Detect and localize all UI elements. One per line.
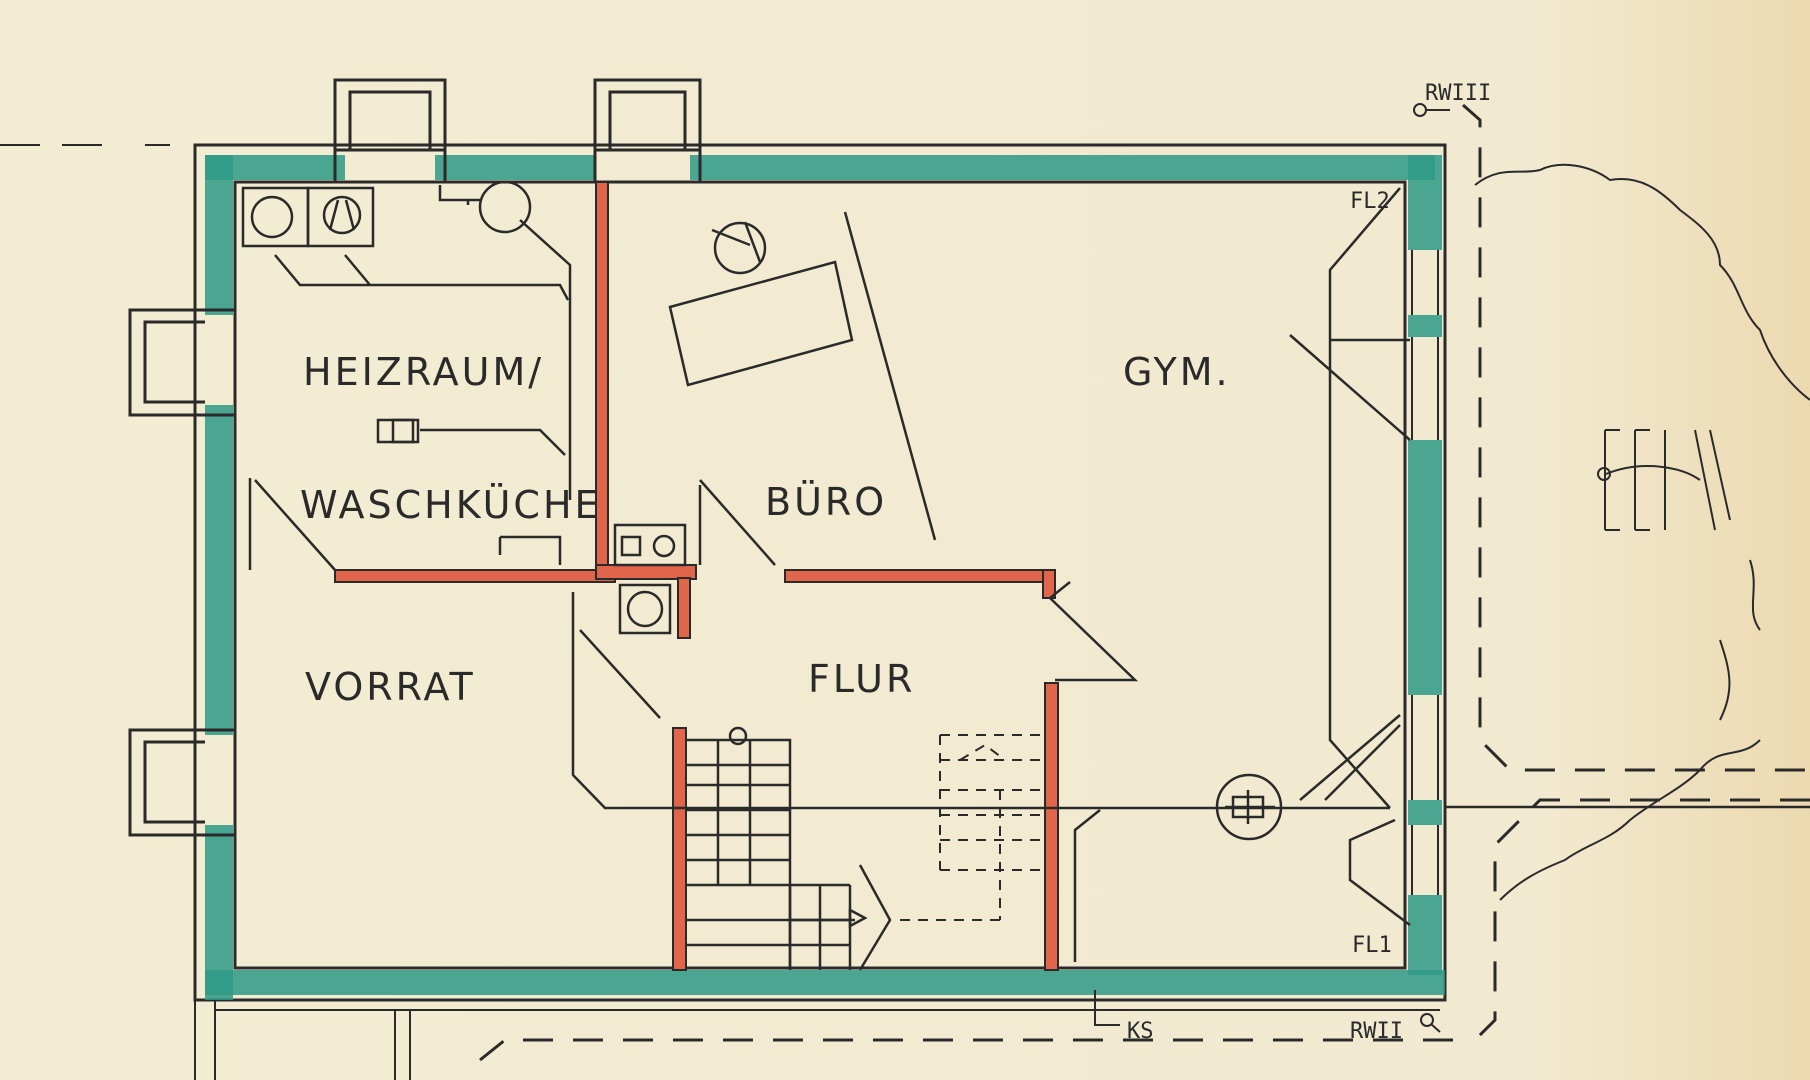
room-label-heizraum: HEIZRAUM/ xyxy=(303,350,544,394)
right-wall-windows xyxy=(1411,250,1439,895)
upper-stair-dashed xyxy=(900,734,1045,921)
tree-sketch xyxy=(1474,163,1810,901)
room-label-gym: GYM. xyxy=(1123,350,1231,394)
tag-labels: RWIII FL2 FL1 KS RWII xyxy=(1127,81,1491,1044)
rain-drain-symbols xyxy=(1413,103,1450,1033)
bottom-lines xyxy=(194,990,1440,1080)
room-labels: HEIZRAUM/ WASCHKÜCHE VORRAT BÜRO GYM. FL… xyxy=(300,350,1231,709)
lightwell-left-upper xyxy=(128,308,235,417)
lightwell-left-lower xyxy=(128,728,235,837)
room-label-waschkueche: WASCHKÜCHE xyxy=(300,483,602,527)
room-label-vorrat: VORRAT xyxy=(305,665,476,709)
tag-rw3: RWIII xyxy=(1425,81,1491,106)
exterior-dashed-lines xyxy=(479,103,1810,1062)
tag-rw2: RWII xyxy=(1350,1019,1403,1044)
tag-fl2: FL2 xyxy=(1350,189,1390,214)
lightwell-top-left xyxy=(333,78,447,182)
fixtures-and-lines xyxy=(241,180,1810,971)
outer-walls xyxy=(193,143,1447,1002)
tag-ks: KS xyxy=(1127,1019,1154,1044)
lightwell-top-middle xyxy=(593,78,702,182)
tag-fl1: FL1 xyxy=(1352,933,1392,958)
interior-walls xyxy=(334,181,1059,971)
room-label-buero: BÜRO xyxy=(765,480,887,524)
room-label-flur: FLUR xyxy=(808,657,915,701)
